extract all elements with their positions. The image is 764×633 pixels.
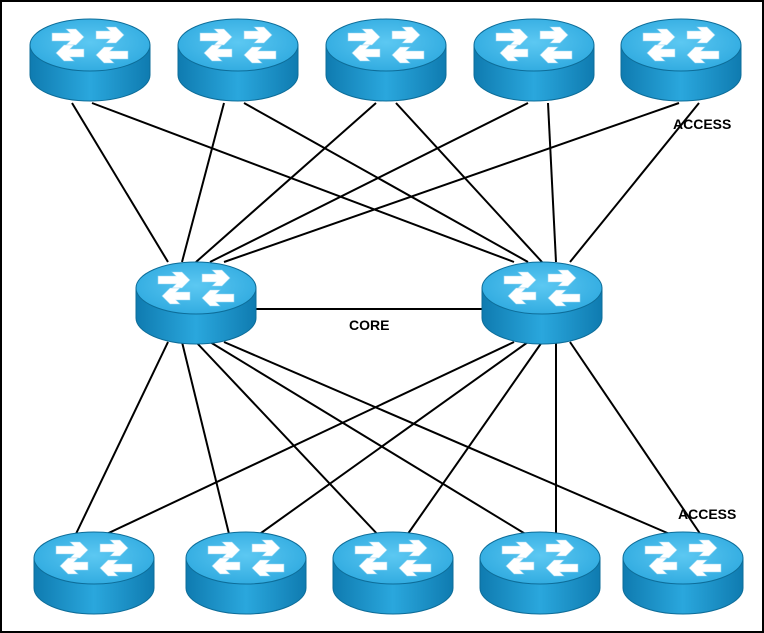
- link-core-1-bottom-1: [73, 341, 169, 539]
- router-icon: [481, 261, 603, 345]
- access-top-router-5: [620, 18, 742, 102]
- router-icon: [33, 531, 155, 615]
- link-top-5-core-2: [569, 102, 700, 263]
- link-core-2-bottom-3: [404, 341, 543, 539]
- access-bottom-router-1: [33, 531, 155, 615]
- link-core-2-bottom-1: [97, 341, 515, 539]
- link-core-2-bottom-2: [253, 341, 529, 539]
- link-core-1-bottom-2: [181, 341, 231, 539]
- router-icon: [185, 531, 307, 615]
- link-top-1-core-2: [91, 102, 515, 263]
- link-top-1-core-1: [71, 102, 169, 263]
- core-router-2: [481, 261, 603, 345]
- router-icon: [620, 18, 742, 102]
- router-icon: [325, 18, 447, 102]
- access-top-label: ACCESS: [673, 116, 731, 132]
- access-top-router-2: [177, 18, 299, 102]
- router-icon: [29, 18, 151, 102]
- link-core-2-bottom-5: [569, 341, 704, 539]
- router-icon: [177, 18, 299, 102]
- access-bottom-router-3: [332, 531, 454, 615]
- core-router-1: [135, 261, 257, 345]
- link-core-1-bottom-3: [195, 341, 382, 539]
- links: [71, 102, 704, 539]
- link-top-2-core-1: [181, 102, 225, 263]
- core-label: CORE: [349, 317, 389, 333]
- router-icon: [622, 531, 744, 615]
- access-top-router-4: [473, 18, 595, 102]
- access-bottom-router-4: [479, 531, 601, 615]
- access-top-router-1: [29, 18, 151, 102]
- access-top-router-3: [325, 18, 447, 102]
- link-top-5-core-1: [223, 102, 680, 263]
- link-top-3-core-1: [195, 102, 377, 263]
- link-top-4-core-1: [209, 102, 529, 263]
- router-icon: [332, 531, 454, 615]
- router-icon: [479, 531, 601, 615]
- access-bottom-label: ACCESS: [678, 506, 736, 522]
- access-bottom-router-5: [622, 531, 744, 615]
- router-icon: [135, 261, 257, 345]
- link-core-1-bottom-4: [209, 341, 533, 539]
- link-top-4-core-2: [547, 102, 557, 263]
- link-top-2-core-2: [243, 102, 529, 263]
- access-bottom-router-2: [185, 531, 307, 615]
- router-icon: [473, 18, 595, 102]
- link-top-3-core-2: [395, 102, 543, 263]
- link-core-1-bottom-5: [223, 341, 680, 539]
